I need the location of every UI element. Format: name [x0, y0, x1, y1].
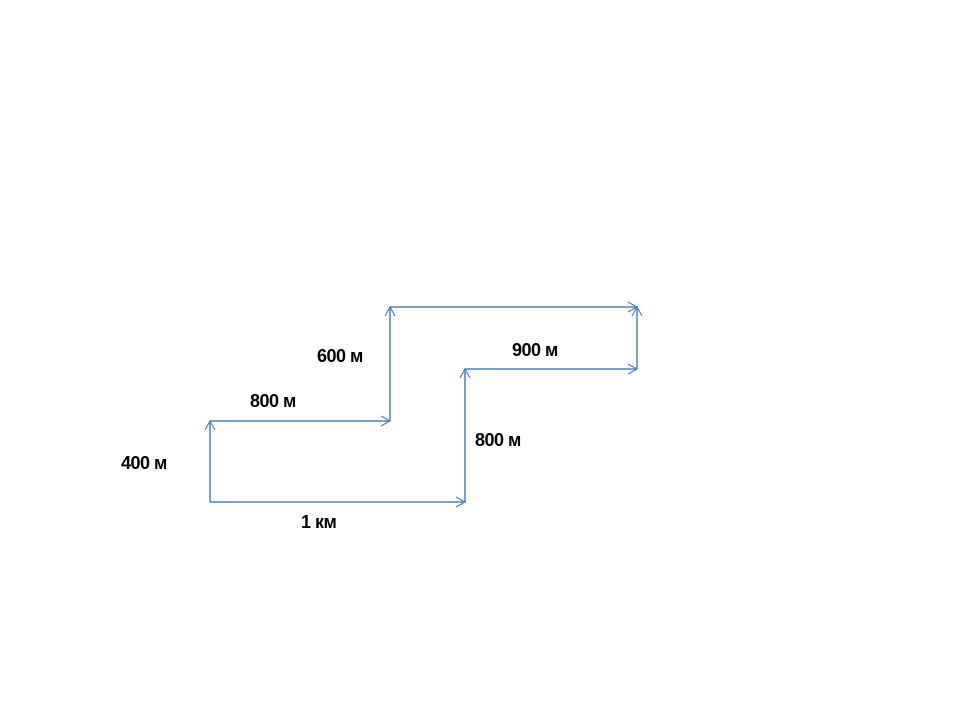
label-800m-second: 800 м	[475, 430, 521, 450]
label-1km: 1 км	[301, 512, 337, 532]
label-400m: 400 м	[121, 453, 167, 473]
label-800m-first: 800 м	[250, 391, 296, 411]
label-900m: 900 м	[512, 340, 558, 360]
label-600m: 600 м	[317, 346, 363, 366]
